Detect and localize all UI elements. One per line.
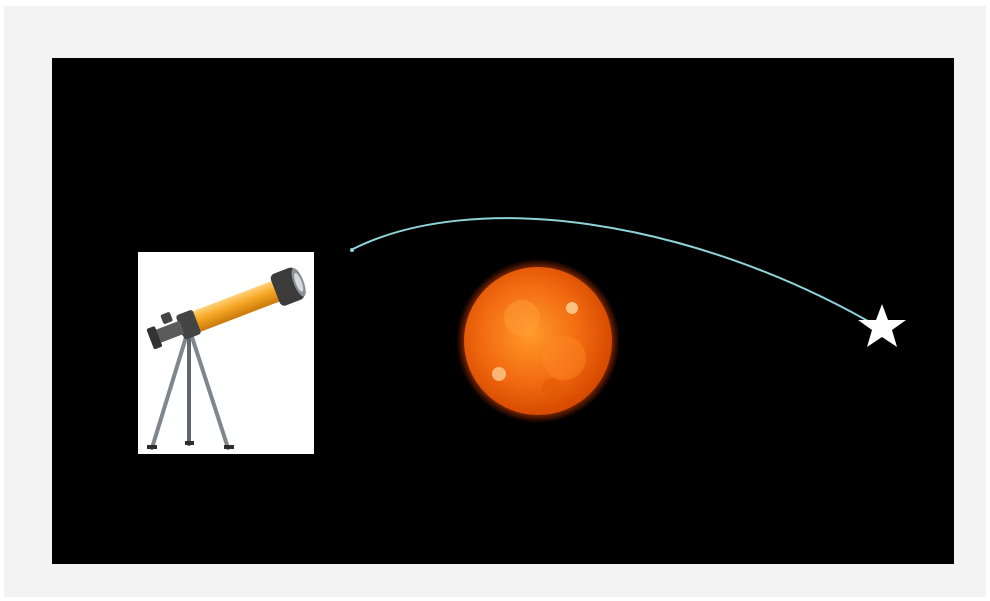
- telescope-icon: [146, 267, 306, 450]
- space-background: [52, 58, 954, 564]
- outer-frame: [4, 6, 986, 597]
- telescope-card: [138, 252, 314, 454]
- sun-icon: [456, 259, 620, 423]
- light-arrival-point: [350, 248, 354, 252]
- star-icon: [858, 304, 906, 347]
- light-path: [350, 217, 881, 329]
- lensing-diagram: [52, 58, 954, 564]
